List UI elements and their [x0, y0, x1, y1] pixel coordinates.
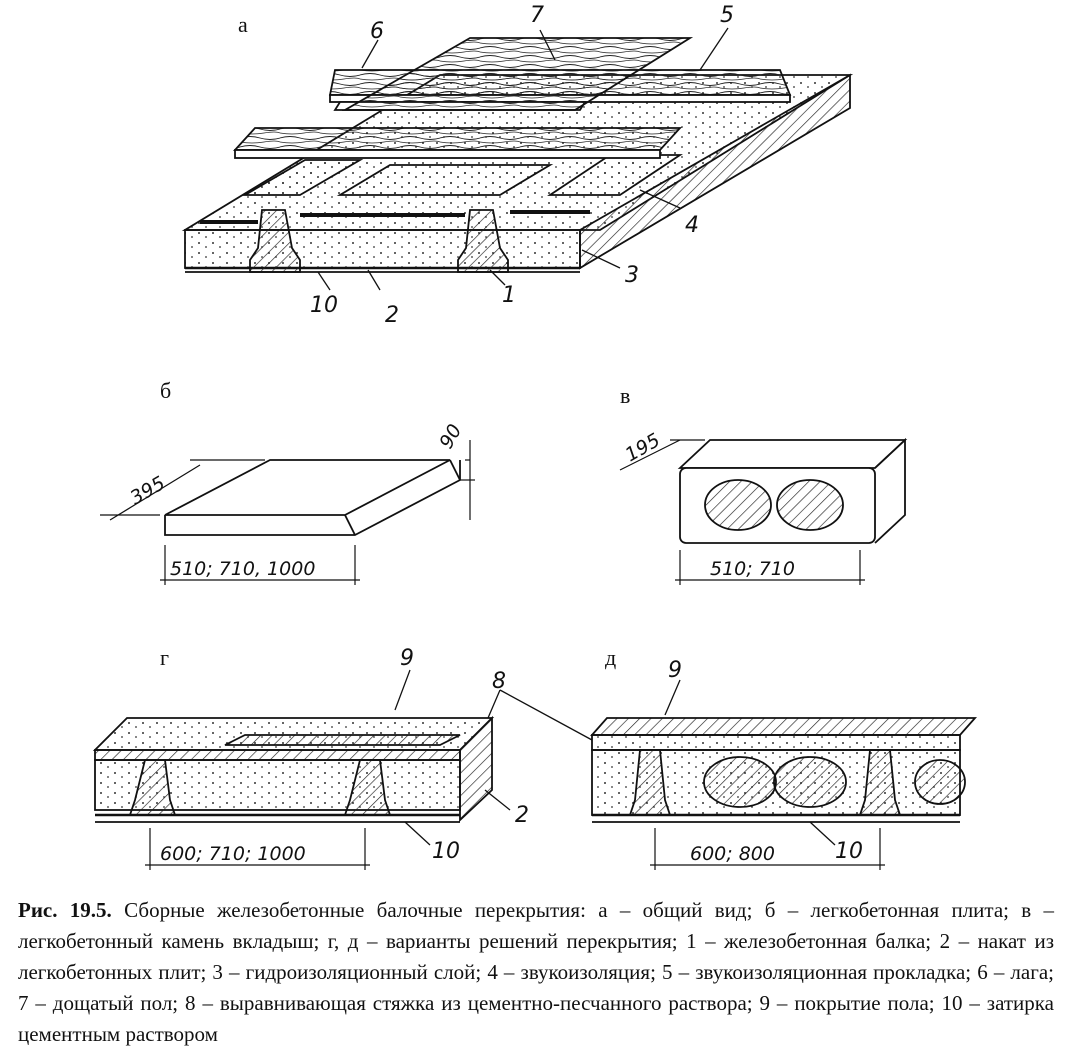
callout-7: 7: [530, 3, 544, 28]
callout-10-g: 10: [432, 839, 460, 864]
panel-a-drawing: [181, 27, 854, 291]
panel-label-b: б: [160, 378, 172, 403]
panel-label-v: в: [620, 383, 631, 408]
callout-2-g: 2: [515, 803, 529, 828]
callout-8: 8: [492, 669, 506, 694]
panel-v-drawing: [619, 437, 908, 585]
dim-g-length: 600; 710; 1000: [160, 843, 306, 865]
callout-9-d: 9: [668, 658, 682, 683]
dim-slab-length: 510; 710, 1000: [170, 558, 315, 580]
panel-d-drawing: [590, 679, 977, 870]
callout-9-g: 9: [400, 646, 414, 671]
beam-right: [457, 209, 509, 273]
joist-lower: [232, 127, 683, 151]
panel-label-d: д: [605, 645, 617, 670]
dim-slab-height: 90: [435, 421, 466, 453]
callout-6: 6: [370, 19, 384, 44]
dim-block-length: 510; 710: [710, 558, 795, 580]
slab-front-face: [184, 229, 581, 269]
technical-drawing: 6 7 5 4 3 1 2 10 510; 710, 1000 395 90: [92, 3, 977, 870]
floor-covering-d: [590, 717, 977, 736]
callout-4: 4: [685, 213, 699, 238]
callout-5: 5: [720, 3, 734, 28]
beam-left: [249, 209, 301, 273]
filler-block-top: [677, 439, 908, 469]
callout-10-d: 10: [835, 839, 863, 864]
dim-d-length: 600; 800: [690, 843, 775, 865]
dim-block-width: 195: [622, 429, 664, 466]
panel-g-drawing: [92, 669, 593, 870]
dim-slab-width: 395: [127, 472, 169, 509]
callout-2: 2: [385, 303, 399, 328]
panel-label-g: г: [160, 645, 170, 670]
panel-b-drawing: [100, 440, 475, 585]
plank-floor: [341, 37, 694, 111]
caption-label: Рис. 19.5.: [18, 898, 112, 922]
caption-text: Сборные железобетонные балочные перекрыт…: [18, 898, 1055, 1046]
figure-drawing: 6 7 5 4 3 1 2 10 510; 710, 1000 395 90: [92, 3, 977, 870]
callout-3: 3: [625, 263, 639, 288]
slab-side-face: [579, 73, 851, 270]
panel-label-a: а: [238, 12, 248, 37]
figure-caption: Рис. 19.5. Сборные железобетонные балочн…: [18, 895, 1054, 1050]
callout-1: 1: [502, 283, 516, 308]
callout-10: 10: [310, 293, 338, 318]
